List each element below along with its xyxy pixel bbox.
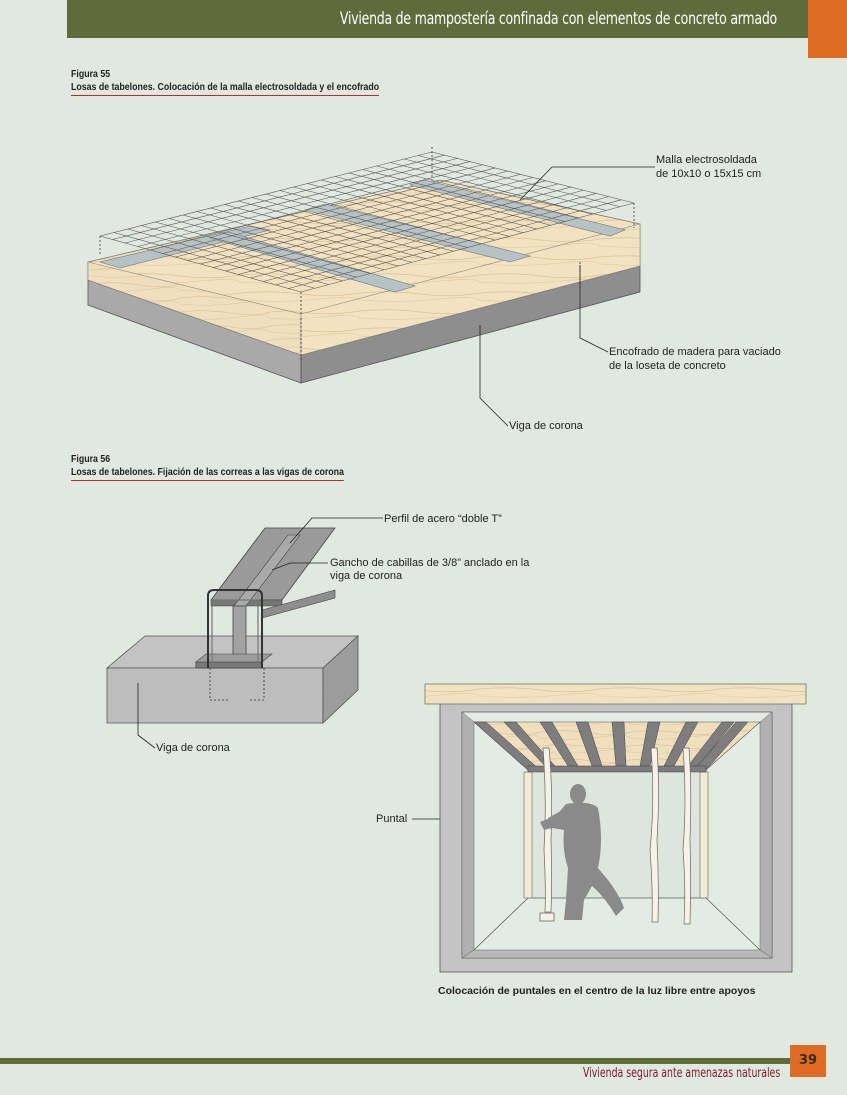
label-viga-corona-56: Viga de corona: [156, 742, 230, 754]
header-title: Vivienda de mampostería confinada con el…: [339, 9, 777, 29]
footer-title: Vivienda segura ante amenazas naturales: [583, 1066, 781, 1081]
label-gancho-line2: viga de corona: [330, 570, 403, 582]
figure-56-room: [424, 683, 807, 973]
figure-55-caption: Figura 55 Losas de tabelones. Colocación…: [71, 68, 421, 96]
label-encofrado-line1: Encofrado de madera para vaciado: [609, 346, 781, 358]
figure-56-caption: Figura 56 Losas de tabelones. Fijación d…: [71, 453, 381, 481]
figure-55-title: Losas de tabelones. Colocación de la mal…: [71, 81, 380, 96]
figure-56-number: Figura 56: [71, 454, 111, 465]
header-bar: Vivienda de mampostería confinada con el…: [67, 0, 825, 38]
figure-56-title: Losas de tabelones. Fijación de las corr…: [71, 466, 344, 481]
figure-56-beam: [105, 517, 516, 820]
label-encofrado-line2: de la loseta de concreto: [609, 360, 726, 372]
label-gancho-line1: Gancho de cabillas de 3/8” anclado en la: [330, 557, 530, 569]
label-viga-corona-55: Viga de corona: [509, 420, 583, 432]
worker-silhouette: [540, 784, 624, 920]
figure-56-bottom-caption: Colocación de puntales en el centro de l…: [438, 985, 756, 997]
label-puntal: Puntal: [376, 813, 408, 825]
label-malla-line1: Malla electrosoldada: [656, 154, 757, 166]
corner-tab: [808, 0, 847, 58]
page-number: 39: [790, 1045, 826, 1077]
label-malla-line2: de 10x10 o 15x15 cm: [656, 168, 762, 180]
footer-bar: [0, 1058, 790, 1064]
label-perfil: Perfil de acero “doble T”: [384, 513, 502, 525]
figure-55-number: Figura 55: [71, 69, 111, 80]
figure-55-slab: [87, 147, 655, 427]
